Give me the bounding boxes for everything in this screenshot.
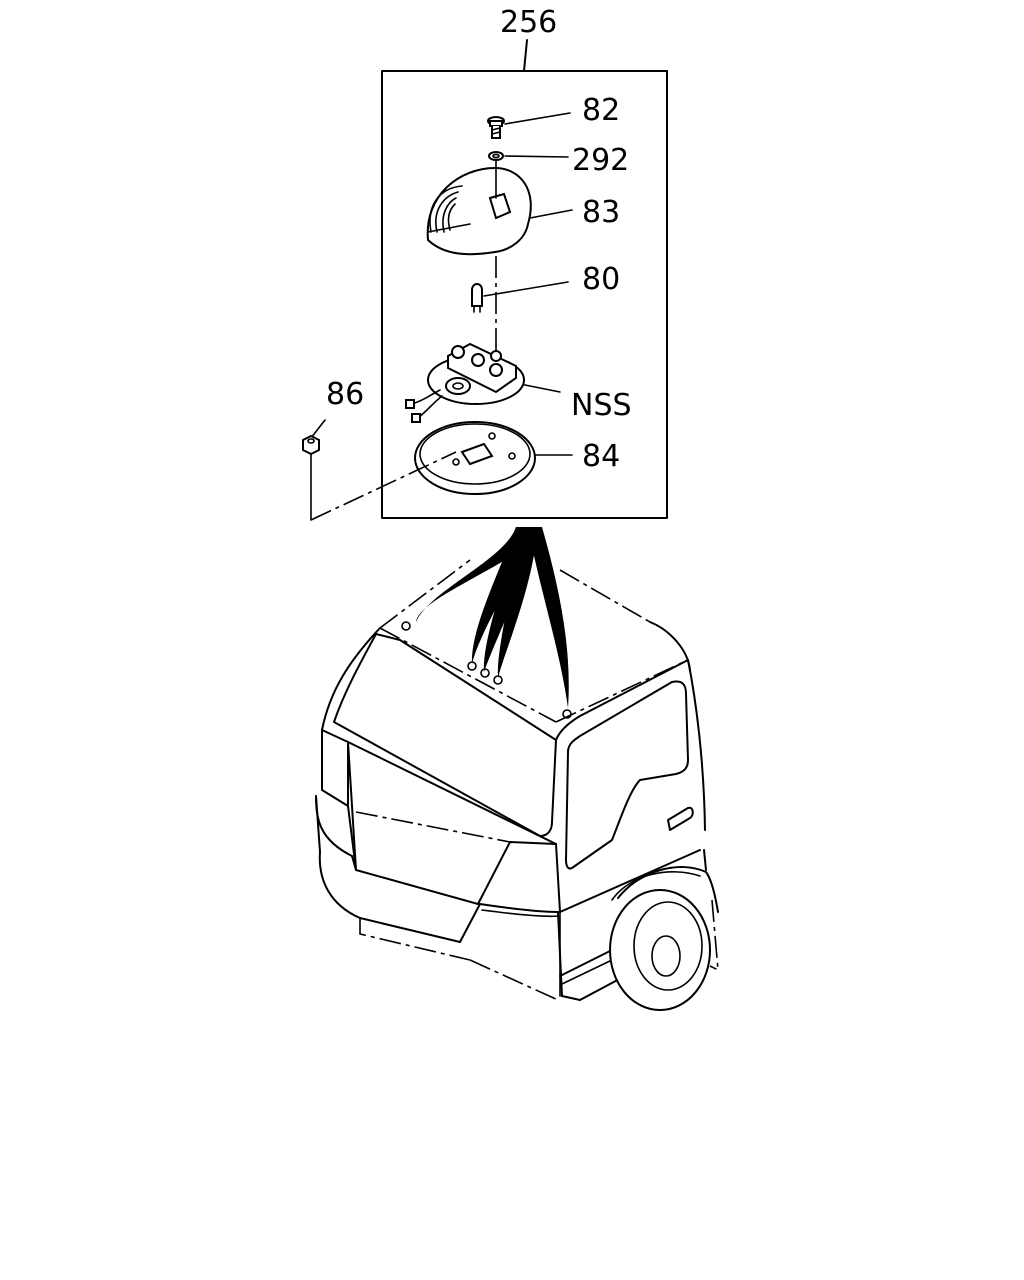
screw-part xyxy=(487,116,505,139)
washer-part xyxy=(488,151,504,161)
leader-lines xyxy=(310,112,573,456)
base-part xyxy=(414,421,536,495)
callout-82: 82 xyxy=(582,93,620,128)
callout-84: 84 xyxy=(582,439,620,474)
callout-83: 83 xyxy=(582,195,620,230)
callout-86: 86 xyxy=(326,377,364,412)
callout-292: 292 xyxy=(572,143,629,178)
lens-part xyxy=(426,159,532,256)
bulb-part xyxy=(471,283,483,313)
callout-256: 256 xyxy=(500,5,557,40)
callout-nss: NSS xyxy=(571,388,632,423)
location-pointers xyxy=(416,527,569,708)
socket-part xyxy=(405,342,525,423)
truck-cab-illustration xyxy=(315,559,719,1011)
assembly-box xyxy=(381,39,668,519)
nut-part xyxy=(302,434,457,521)
callout-80: 80 xyxy=(582,262,620,297)
